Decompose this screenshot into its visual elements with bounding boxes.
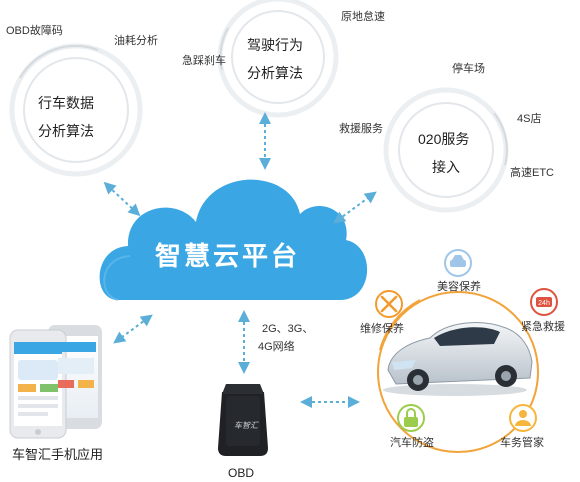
o2o-title: 020服务 bbox=[418, 131, 470, 147]
o2o-subtitle: 接入 bbox=[432, 159, 460, 175]
connector-arrows bbox=[103, 112, 377, 408]
phone-app-caption: 车智汇手机应用 bbox=[12, 447, 104, 462]
driving-behavior-rings bbox=[217, 0, 339, 118]
car-illustration bbox=[383, 322, 533, 396]
label-idle-in-place: 原地怠速 bbox=[341, 11, 385, 23]
driving-data-title: 行车数据 bbox=[38, 95, 94, 111]
service-security-label: 汽车防盗 bbox=[390, 437, 434, 449]
cloud-platform-title: 智慧云平台 bbox=[155, 241, 301, 271]
label-highway-etc: 高速ETC bbox=[510, 167, 554, 179]
repair-service-icon bbox=[375, 290, 403, 318]
label-fuel-analysis: 油耗分析 bbox=[114, 35, 158, 47]
beauty-service-icon bbox=[444, 249, 472, 277]
cloud-shape bbox=[99, 179, 368, 301]
service-beauty-label: 美容保养 bbox=[437, 281, 481, 293]
service-ring bbox=[377, 291, 539, 453]
label-4s-store: 4S店 bbox=[517, 113, 542, 125]
label-parking: 停车场 bbox=[452, 63, 485, 75]
driving-behavior-subtitle: 分析算法 bbox=[247, 65, 303, 81]
service-rescue-label: 紧急救援 bbox=[521, 321, 565, 333]
label-rescue: 救援服务 bbox=[339, 123, 383, 135]
network-label-line2: 4G网络 bbox=[258, 341, 295, 353]
service-repair-label: 维修保养 bbox=[360, 323, 404, 335]
svg-text:24h: 24h bbox=[538, 300, 550, 307]
obd-device-illustration bbox=[218, 384, 268, 456]
label-hard-braking: 急踩刹车 bbox=[182, 55, 226, 67]
security-service-icon bbox=[397, 404, 425, 432]
obd-device-brand: 车智汇 bbox=[234, 421, 258, 430]
label-obd-fault-code: OBD故障码 bbox=[6, 25, 63, 37]
phone-illustration bbox=[9, 325, 102, 439]
obd-caption: OBD bbox=[228, 466, 255, 480]
driving-behavior-title: 驾驶行为 bbox=[247, 37, 303, 53]
butler-service-icon bbox=[509, 404, 537, 432]
driving-data-rings bbox=[9, 43, 143, 177]
service-butler-label: 车务管家 bbox=[500, 437, 544, 449]
driving-data-subtitle: 分析算法 bbox=[38, 123, 94, 139]
rescue-service-icon: 24h bbox=[530, 288, 558, 316]
o2o-rings bbox=[383, 87, 509, 213]
network-label-line1: 2G、3G、 bbox=[262, 323, 314, 335]
